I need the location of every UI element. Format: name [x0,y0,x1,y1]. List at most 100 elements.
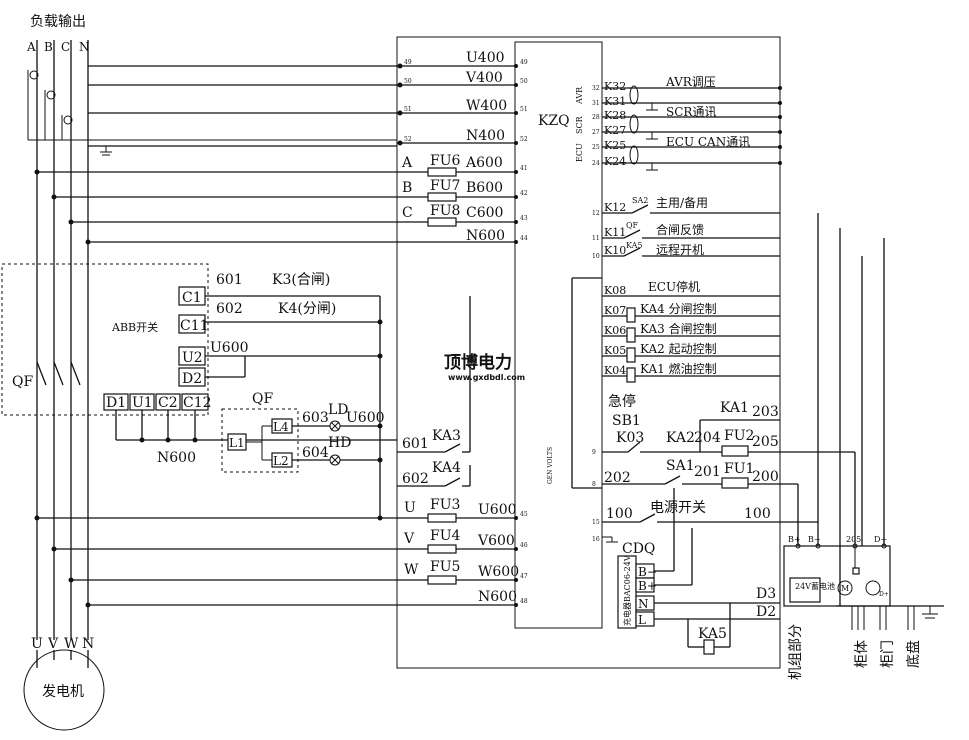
svg-text:K03: K03 [616,430,644,446]
svg-text:ECU: ECU [575,143,584,162]
n400-label: N400 [466,128,505,144]
svg-text:FU3: FU3 [430,497,460,513]
svg-text:C11: C11 [180,318,209,334]
qf-main-breaker [36,361,81,386]
ground-symbol [100,146,112,156]
svg-text:D+: D+ [879,591,889,598]
svg-text:L1: L1 [229,436,245,450]
svg-text:U1: U1 [132,395,153,411]
svg-text:L: L [638,613,646,627]
ecu-stop-label: ECU停机 [648,279,700,294]
comm-lines [602,85,782,171]
svg-text:FU6: FU6 [430,153,461,169]
svg-text:FU5: FU5 [430,559,460,575]
fuse-fu5 [427,575,457,585]
svg-text:K31: K31 [604,95,626,108]
closing-feedback-label: 合闸反馈 [656,222,704,237]
phase-c-label: C [61,40,70,54]
svg-text:B: B [402,180,412,196]
svg-text:U600: U600 [346,410,385,426]
fuse-fu1 [721,477,749,489]
svg-text:52: 52 [520,136,528,143]
svg-text:B−: B− [808,535,821,544]
svg-text:C1: C1 [182,290,202,306]
svg-text:32: 32 [592,85,600,92]
svg-text:底盘: 底盘 [905,640,922,668]
svg-text:45: 45 [520,511,528,518]
svg-text:200: 200 [752,469,779,485]
lamp-hd [329,454,341,466]
phase-a-label: A [26,40,36,54]
svg-text:A: A [401,155,413,171]
svg-text:100: 100 [744,506,771,522]
svg-text:LD: LD [328,402,349,418]
svg-text:43: 43 [520,215,528,222]
svg-text:N600: N600 [478,589,517,605]
fuse-fu8 [427,217,457,227]
svg-text:C: C [402,205,413,221]
ka3-control-label: KA3 合闸控制 [640,321,717,336]
svg-text:100: 100 [606,506,633,522]
ka5-coil-label: KA5 [698,626,727,642]
svg-text:K3(合闸): K3(合闸) [272,272,330,288]
svg-text:C12: C12 [183,395,212,411]
svg-text:柜门: 柜门 [880,640,896,668]
svg-text:QF: QF [626,221,639,230]
svg-text:205: 205 [846,535,861,544]
ground-symbol-2 [602,536,618,543]
svg-text:51: 51 [404,106,412,113]
svg-text:41: 41 [520,165,528,172]
svg-text:KA2: KA2 [666,430,695,446]
svg-text:602: 602 [402,471,429,487]
svg-text:HD: HD [328,435,351,451]
svg-text:N: N [638,597,649,611]
fuse-fu6 [427,167,457,177]
svg-text:44: 44 [520,235,528,242]
svg-text:51: 51 [520,106,528,113]
svg-text:W: W [64,636,79,652]
svg-text:K24: K24 [604,155,626,168]
u400-label: U400 [466,50,505,66]
brand-logo: 顶博电力 [444,352,512,373]
svg-text:SCR: SCR [575,115,584,134]
svg-text:D2: D2 [756,604,776,620]
svg-text:FU8: FU8 [430,203,460,219]
svg-text:602: 602 [216,301,243,317]
svg-text:50: 50 [520,78,528,85]
control-panel-frame [396,36,781,669]
svg-text:16: 16 [592,536,600,543]
svg-text:47: 47 [520,573,528,580]
main-standby-label: 主用/备用 [656,196,708,210]
svg-text:K32: K32 [604,80,626,93]
svg-text:KA1: KA1 [720,400,749,416]
svg-text:SA2: SA2 [632,196,648,205]
svg-text:N: N [82,636,94,652]
svg-text:A600: A600 [465,155,503,171]
svg-text:B−: B− [638,565,657,579]
svg-text:C600: C600 [466,205,503,221]
svg-text:L4: L4 [273,420,289,434]
svg-text:QF: QF [12,374,33,390]
ecu-can-label: ECU CAN通讯 [666,135,750,149]
svg-text:K27: K27 [604,124,626,137]
svg-text:SA1: SA1 [666,458,695,474]
phase-b-label: B [44,40,53,54]
svg-text:46: 46 [520,542,528,549]
svg-text:27: 27 [592,129,600,136]
cdq-label: CDQ [622,541,655,557]
avr-tuning-label: AVR调压 [665,75,716,89]
abb-switch-dashed-area [1,263,209,416]
svg-text:K11: K11 [604,226,626,239]
fuse-fu7 [427,192,457,202]
ground-hatches [851,606,915,630]
svg-text:25: 25 [592,144,600,151]
svg-text:K05: K05 [604,344,626,357]
svg-text:K06: K06 [604,324,626,337]
ka5-coil [703,639,715,655]
motor-symbol [837,580,853,596]
svg-text:KA5: KA5 [626,241,643,250]
svg-text:42: 42 [520,190,528,197]
svg-text:B+: B+ [638,579,657,593]
svg-text:KA4: KA4 [432,460,461,476]
power-switch-label: 电源开关 [650,500,706,516]
